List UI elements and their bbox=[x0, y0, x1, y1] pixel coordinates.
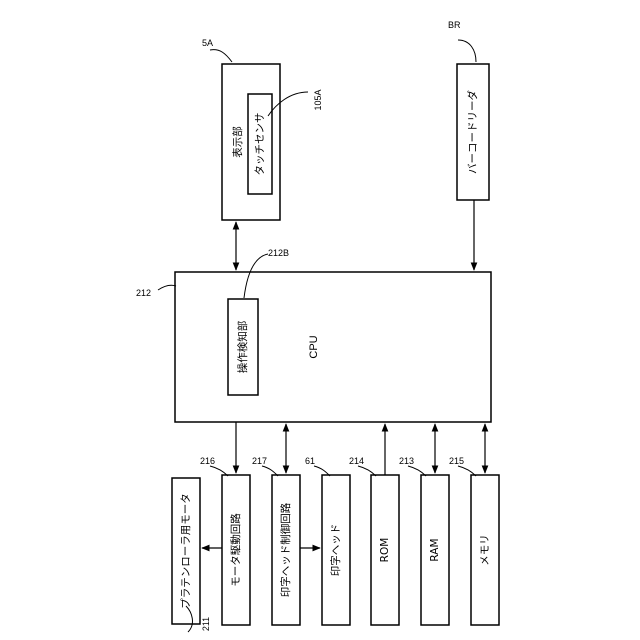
touch-sensor-label: タッチセンサ bbox=[254, 113, 266, 176]
ref-5a-leader bbox=[210, 50, 232, 62]
ref-105a: 105A bbox=[313, 89, 323, 110]
memory-label: メモリ bbox=[479, 534, 491, 566]
ref-212-leader bbox=[158, 285, 176, 290]
print-head-label: 印字ヘッド bbox=[329, 524, 342, 577]
platen-motor-label: プラテンローラ用モータ bbox=[180, 493, 192, 609]
ref-213: 213 bbox=[399, 456, 414, 466]
head-control-label: 印字ヘッド制御回路 bbox=[279, 502, 292, 597]
cpu-label: CPU bbox=[308, 335, 320, 358]
operation-detector-label: 操作検知部 bbox=[236, 321, 249, 374]
cpu-box bbox=[175, 272, 491, 422]
ref-212b: 212B bbox=[268, 248, 289, 258]
rom-label: ROM bbox=[379, 538, 391, 563]
ref-br: BR bbox=[448, 20, 461, 30]
display-label: 表示部 bbox=[231, 126, 244, 158]
ram-label: RAM bbox=[429, 538, 441, 561]
ref-215: 215 bbox=[449, 456, 464, 466]
barcode-reader-label: バーコードリーダ bbox=[466, 90, 479, 174]
ref-br-leader bbox=[458, 40, 476, 62]
ref-217: 217 bbox=[252, 456, 267, 466]
ref-61: 61 bbox=[305, 456, 315, 466]
ref-5a: 5A bbox=[202, 38, 213, 48]
ref-212: 212 bbox=[136, 288, 151, 298]
ref-216: 216 bbox=[200, 456, 215, 466]
ref-211: 211 bbox=[201, 617, 211, 631]
motor-driver-label: モータ駆動回路 bbox=[229, 513, 242, 587]
ref-214: 214 bbox=[349, 456, 364, 466]
